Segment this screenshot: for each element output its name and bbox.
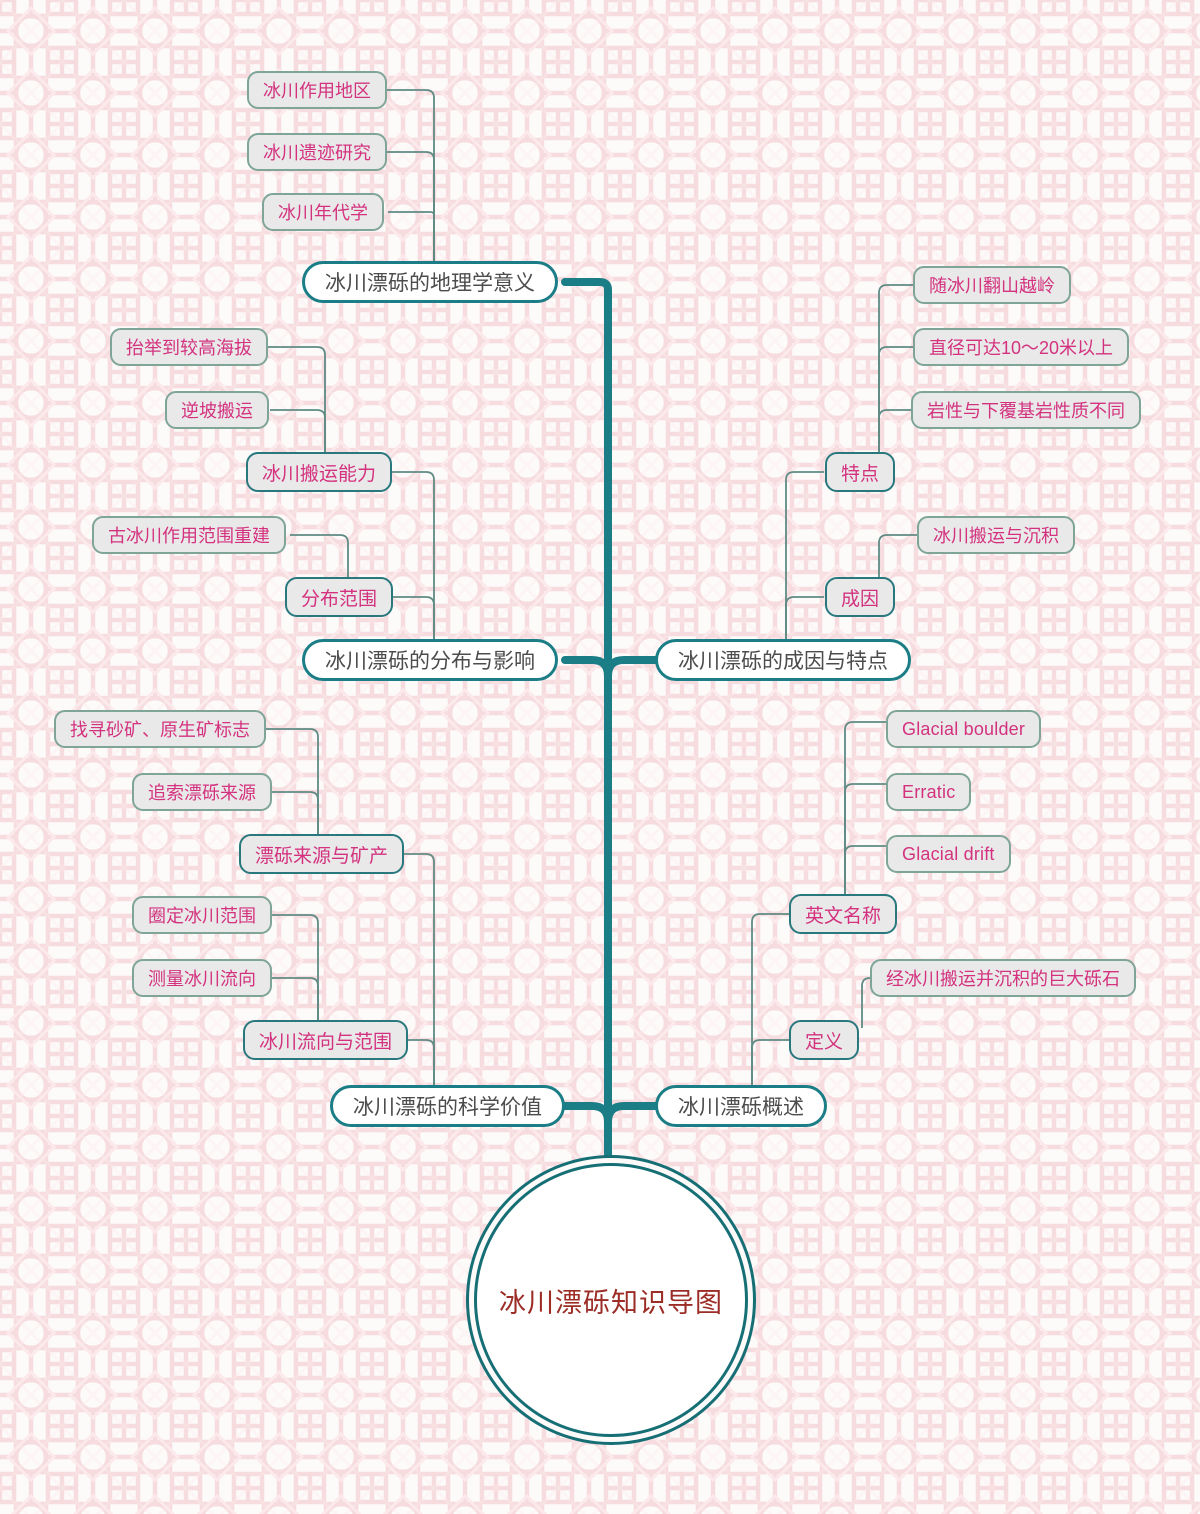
leaf-node-trace-source[interactable]: 追索漂砾来源 [132,773,272,811]
mid-node-origin[interactable]: 成因 [825,577,896,617]
leaf-node-definition-text[interactable]: 经冰川搬运并沉积的巨大砾石 [870,959,1136,997]
leaf-label: 逆坡搬运 [181,401,253,421]
leaf-label: 圈定冰川范围 [148,906,256,926]
leaf-label: 冰川搬运与沉积 [933,526,1059,546]
mid-node-distribution-range[interactable]: 分布范围 [285,577,394,617]
leaf-node-placer-indicator[interactable]: 找寻砂矿、原生矿标志 [54,710,266,748]
leaf-node-lift-to-altitude[interactable]: 抬举到较高海拔 [110,328,268,366]
mid-label: 冰川搬运能力 [262,463,377,485]
branch-node-overview[interactable]: 冰川漂砾概述 [655,1085,827,1127]
leaf-node-upslope-transport[interactable]: 逆坡搬运 [165,391,269,429]
leaf-label: Glacial boulder [902,718,1026,739]
mid-node-english-name[interactable]: 英文名称 [789,894,898,934]
leaf-node-diameter[interactable]: 直径可达10～20米以上 [913,328,1130,366]
leaf-node-over-mountains[interactable]: 随冰川翻山越岭 [913,266,1071,304]
leaf-label: Erratic [902,781,956,802]
mid-node-source-and-minerals[interactable]: 漂砾来源与矿产 [239,834,405,874]
leaf-node-delimit-extent[interactable]: 圈定冰川范围 [132,896,272,934]
leaf-node-glacial-chronology[interactable]: 冰川年代学 [262,193,384,231]
leaf-label: 古冰川作用范围重建 [108,526,270,546]
leaf-label: Glacial drift [902,843,995,864]
leaf-label: 追索漂砾来源 [148,783,256,803]
mid-label: 成因 [841,588,880,610]
mid-label: 定义 [805,1031,844,1053]
mid-node-flow-and-extent[interactable]: 冰川流向与范围 [243,1020,409,1060]
leaf-label: 随冰川翻山越岭 [929,276,1055,296]
branch-label: 冰川漂砾概述 [678,1096,804,1119]
mid-label: 英文名称 [805,905,882,927]
leaf-node-glacial-boulder[interactable]: Glacial boulder [886,710,1042,748]
leaf-node-glacial-area[interactable]: 冰川作用地区 [247,71,387,109]
leaf-label: 冰川年代学 [278,203,368,223]
branch-label: 冰川漂砾的成因与特点 [678,650,888,673]
leaf-node-glacial-drift[interactable]: Glacial drift [886,835,1011,873]
branch-label: 冰川漂砾的地理学意义 [325,272,535,295]
leaf-node-lithology-differs[interactable]: 岩性与下覆基岩性质不同 [911,391,1141,429]
leaf-node-transport-deposition[interactable]: 冰川搬运与沉积 [917,516,1075,554]
branch-node-scientific-value[interactable]: 冰川漂砾的科学价值 [330,1085,565,1127]
leaf-label: 冰川遗迹研究 [263,143,371,163]
leaf-node-paleo-glacier-reconstruction[interactable]: 古冰川作用范围重建 [92,516,286,554]
leaf-label: 测量冰川流向 [148,969,256,989]
leaf-node-glacial-relics[interactable]: 冰川遗迹研究 [247,133,387,171]
leaf-label: 抬举到较高海拔 [126,338,252,358]
mid-label: 冰川流向与范围 [259,1031,393,1053]
branch-node-origin-features[interactable]: 冰川漂砾的成因与特点 [655,639,911,681]
mid-label: 特点 [841,463,880,485]
branch-node-distribution[interactable]: 冰川漂砾的分布与影响 [302,639,558,681]
leaf-label: 直径可达10～20米以上 [929,338,1114,358]
mid-label: 分布范围 [301,588,378,610]
center-node-label: 冰川漂砾知识导图 [499,1287,723,1318]
mid-node-definition[interactable]: 定义 [789,1020,860,1060]
branch-label: 冰川漂砾的分布与影响 [325,650,535,673]
leaf-label: 找寻砂矿、原生矿标志 [70,720,250,740]
leaf-label: 经冰川搬运并沉积的巨大砾石 [886,969,1120,989]
mid-node-features[interactable]: 特点 [825,452,896,492]
leaf-label: 冰川作用地区 [263,81,371,101]
mid-label: 漂砾来源与矿产 [255,845,389,867]
center-node[interactable]: 冰川漂砾知识导图 [474,1163,748,1437]
branch-label: 冰川漂砾的科学价值 [353,1096,542,1119]
leaf-label: 岩性与下覆基岩性质不同 [927,401,1125,421]
leaf-node-measure-flow[interactable]: 测量冰川流向 [132,959,272,997]
leaf-node-erratic[interactable]: Erratic [886,773,972,811]
mid-node-transport-capacity[interactable]: 冰川搬运能力 [246,452,393,492]
branch-node-geo-meaning[interactable]: 冰川漂砾的地理学意义 [302,261,558,303]
